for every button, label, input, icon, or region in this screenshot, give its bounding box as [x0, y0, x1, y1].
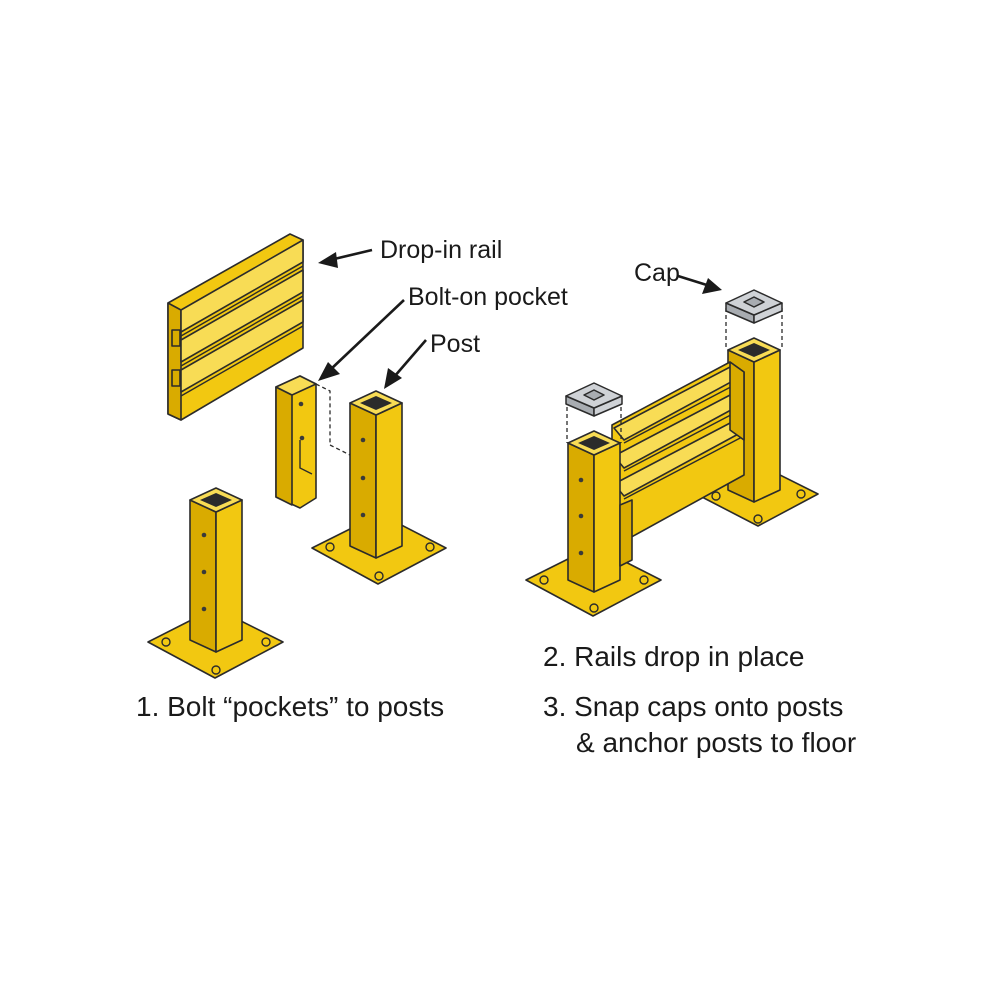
step-2-text: 2. Rails drop in place — [543, 641, 804, 672]
post-with-plate-left — [147, 487, 284, 679]
bolt-on-pocket-label: Bolt-on pocket — [408, 283, 568, 311]
cap-label: Cap — [634, 259, 680, 287]
assembled-guardrail — [525, 289, 819, 617]
drop-in-rail-label: Drop-in rail — [380, 236, 502, 264]
bolt-on-pocket — [275, 375, 351, 509]
cap-back — [725, 289, 783, 350]
step-1-text: 1. Bolt “pockets” to posts — [136, 691, 444, 722]
post-with-plate-right — [311, 390, 447, 585]
drop-in-rail — [167, 233, 304, 421]
post-label: Post — [430, 330, 480, 358]
arrow-post — [384, 339, 427, 389]
cap-front — [565, 382, 623, 443]
arrow-bolt-on-pocket — [318, 299, 405, 381]
step-3-text-line-2: & anchor posts to floor — [576, 727, 856, 758]
step-3-text-line-1: 3. Snap caps onto posts — [543, 691, 843, 722]
arrow-cap — [677, 274, 722, 294]
arrow-drop-in-rail — [318, 248, 373, 268]
